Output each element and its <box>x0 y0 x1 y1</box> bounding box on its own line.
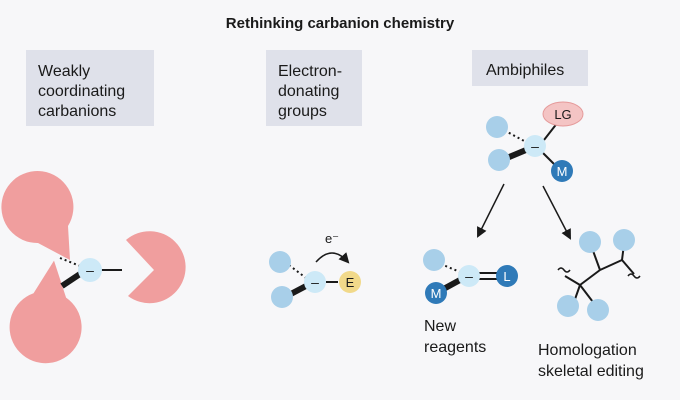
substituent-atom <box>557 295 579 317</box>
leaving-group-label: LG <box>554 107 571 122</box>
hashed-bond <box>59 257 81 267</box>
panel-edg-line2: donating <box>278 83 339 100</box>
carbon-carbon-bond <box>599 259 623 271</box>
substituent-atom <box>271 286 293 308</box>
carbon-carbon-bond <box>579 269 601 286</box>
weakly-coordinating-molecule: – <box>1 171 186 364</box>
metal-atom <box>425 282 447 304</box>
counterion-shape <box>1 171 74 260</box>
panel-ambiphiles: Ambiphiles <box>472 50 588 86</box>
counterion-shape <box>9 260 82 364</box>
carbanion-atom <box>524 135 546 157</box>
panel-edg-line1: Electron- <box>278 63 342 80</box>
single-bond <box>564 275 581 286</box>
panel-weakly-line3: carbanions <box>38 103 116 120</box>
panel-weakly-line2: coordinating <box>38 83 125 100</box>
panel-electron-donating: Electron- donating groups <box>266 50 362 126</box>
substituent-atom <box>486 116 508 138</box>
caption-new-reagents-line1: New <box>424 318 456 335</box>
panel-box <box>266 50 362 126</box>
caption-homologation-line1: Homologation <box>538 342 637 359</box>
substituent-atom <box>579 231 601 253</box>
panel-box <box>26 50 154 126</box>
panel-edg-line3: groups <box>278 103 327 120</box>
substituent-atom <box>423 249 445 271</box>
panel-ambi-line1: Ambiphiles <box>486 62 564 79</box>
electron-transfer-arrow <box>315 252 350 264</box>
electrophile-label: E <box>346 275 355 290</box>
caption-new-reagents-line2: reagents <box>424 339 486 356</box>
electron-label: e⁻ <box>325 231 339 246</box>
charge-label: – <box>86 262 94 278</box>
carbanion-atom <box>458 265 480 287</box>
substituent-atom <box>587 299 609 321</box>
substituent-atom <box>269 251 291 273</box>
single-bond <box>621 259 635 275</box>
carbanion-atom <box>78 258 102 282</box>
homologation-molecule <box>557 229 641 321</box>
counterion-shape <box>126 231 186 304</box>
ambiphile-molecule: – LG M <box>486 101 584 182</box>
figure-title: Rethinking carbanion chemistry <box>226 15 455 32</box>
hashed-bond <box>435 261 461 273</box>
charge-label: – <box>311 274 319 290</box>
electrophile-atom <box>339 271 361 293</box>
arrow-to-homologation <box>542 185 571 240</box>
ligand-label: L <box>503 269 510 284</box>
charge-label: – <box>465 268 473 284</box>
substituent-atom <box>613 229 635 251</box>
ligand-atom <box>496 265 518 287</box>
substituent-atom <box>488 149 510 171</box>
caption-homologation-line2: skeletal editing <box>538 363 644 380</box>
metal-label: M <box>557 164 568 179</box>
single-bond <box>541 151 557 167</box>
electron-donating-molecule: – E e⁻ <box>269 231 361 308</box>
metal-atom <box>551 160 573 182</box>
carbanion-atom <box>304 271 326 293</box>
leaving-group <box>542 101 584 127</box>
panel-box <box>472 50 588 86</box>
panel-weakly-coordinating: Weakly coordinating carbanions <box>26 50 154 126</box>
wavy-bond <box>627 273 641 279</box>
wavy-bond <box>557 267 571 273</box>
arrow-to-new-reagents <box>477 183 505 238</box>
metal-label: M <box>431 286 442 301</box>
charge-label: – <box>531 138 539 154</box>
panel-weakly-line1: Weakly <box>38 63 90 80</box>
wedge-bond <box>60 271 82 289</box>
new-reagents-molecule: M – L <box>423 249 518 304</box>
